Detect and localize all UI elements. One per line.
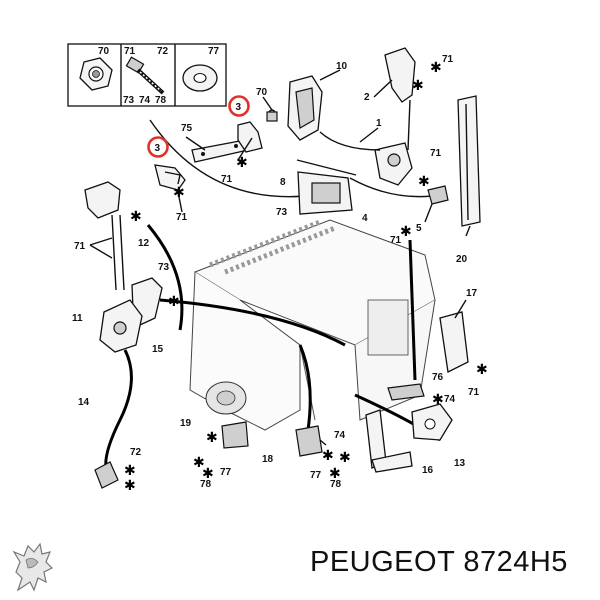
callout-71: 71 — [390, 235, 402, 246]
callout-2: 2 — [364, 92, 370, 103]
rear-lock-group: ✱ ✱ ✱ ✱ — [287, 47, 481, 240]
star-marker: ✱ — [202, 466, 214, 482]
star-marker: ✱ — [430, 60, 442, 76]
callout-76: 76 — [432, 372, 444, 383]
callout-5: 5 — [416, 223, 422, 234]
highlight-callout-3-left: 3 — [147, 136, 169, 158]
callout-71: 71 — [430, 148, 442, 159]
star-marker: ✱ — [339, 450, 351, 466]
callout-78: 78 — [330, 479, 342, 490]
star-marker: ✱ — [193, 455, 205, 471]
fastener-legend: 70 71 72 77 73 74 78 — [67, 43, 227, 107]
callout-17: 17 — [466, 288, 478, 299]
callout-8: 8 — [280, 177, 286, 188]
peugeot-lion-icon — [12, 542, 54, 592]
legend-sub-74: 74 — [139, 95, 151, 106]
callout-71: 71 — [468, 387, 480, 398]
hex-nut-icon — [79, 57, 113, 91]
legend-header-71: 71 — [124, 46, 136, 57]
callout-70: 70 — [256, 87, 268, 98]
bolt-icon — [125, 56, 165, 95]
callout-74: 74 — [444, 394, 456, 405]
callout-71: 71 — [442, 54, 454, 65]
legend-sub-73: 73 — [123, 95, 135, 106]
star-marker: ✱ — [173, 185, 185, 201]
callout-20: 20 — [456, 254, 468, 265]
callout-71: 71 — [221, 174, 233, 185]
svg-text:3: 3 — [236, 102, 242, 113]
callout-75: 75 — [181, 123, 193, 134]
part-number-caption: PEUGEOT 8724H5 — [310, 546, 568, 578]
callout-78: 78 — [200, 479, 212, 490]
callout-77: 77 — [310, 470, 322, 481]
star-marker: ✱ — [236, 155, 248, 171]
callout-4: 4 — [362, 213, 368, 224]
callout-77: 77 — [220, 467, 232, 478]
callout-15: 15 — [152, 344, 164, 355]
callout-16: 16 — [422, 465, 434, 476]
star-marker: ✱ — [400, 224, 412, 240]
callout-73: 73 — [158, 262, 170, 273]
star-marker: ✱ — [124, 478, 136, 494]
callout-74: 74 — [334, 430, 346, 441]
star-marker: ✱ — [130, 209, 142, 225]
callout-18: 18 — [262, 454, 274, 465]
van-body — [146, 219, 441, 442]
callout-72: 72 — [130, 447, 142, 458]
star-marker: ✱ — [322, 448, 334, 464]
star-marker: ✱ — [206, 430, 218, 446]
legend-header-77: 77 — [208, 46, 220, 57]
svg-text:3: 3 — [155, 143, 161, 154]
lower-fittings-group: ✱ ✱ ✱ ✱ ✱ ✱ ✱ ✱ — [193, 299, 488, 482]
callout-73: 73 — [276, 207, 288, 218]
star-marker: ✱ — [418, 174, 430, 190]
callout-19: 19 — [180, 418, 192, 429]
callout-1: 1 — [376, 118, 382, 129]
callout-13: 13 — [454, 458, 466, 469]
star-marker: ✱ — [412, 78, 424, 94]
legend-header-72: 72 — [157, 46, 169, 57]
highlight-callout-3-right: 3 — [228, 95, 250, 117]
callout-71: 12 — [138, 238, 150, 249]
callout-71: 71 — [176, 212, 188, 223]
legend-header-70: 70 — [98, 46, 110, 57]
callout-12: 71 — [74, 241, 86, 252]
callout-11: 11 — [72, 313, 83, 324]
star-marker: ✱ — [432, 392, 444, 408]
side-door-lock-group: ✱ ✱ ✱ ✱ — [84, 181, 180, 494]
washer-icon — [182, 64, 218, 92]
star-marker: ✱ — [476, 362, 488, 378]
clip-icon — [266, 111, 278, 122]
legend-sub-78: 78 — [155, 95, 167, 106]
callout-14: 14 — [78, 397, 90, 408]
star-marker: ✱ — [124, 463, 136, 479]
star-marker: ✱ — [329, 466, 341, 482]
callout-10: 10 — [336, 61, 348, 72]
